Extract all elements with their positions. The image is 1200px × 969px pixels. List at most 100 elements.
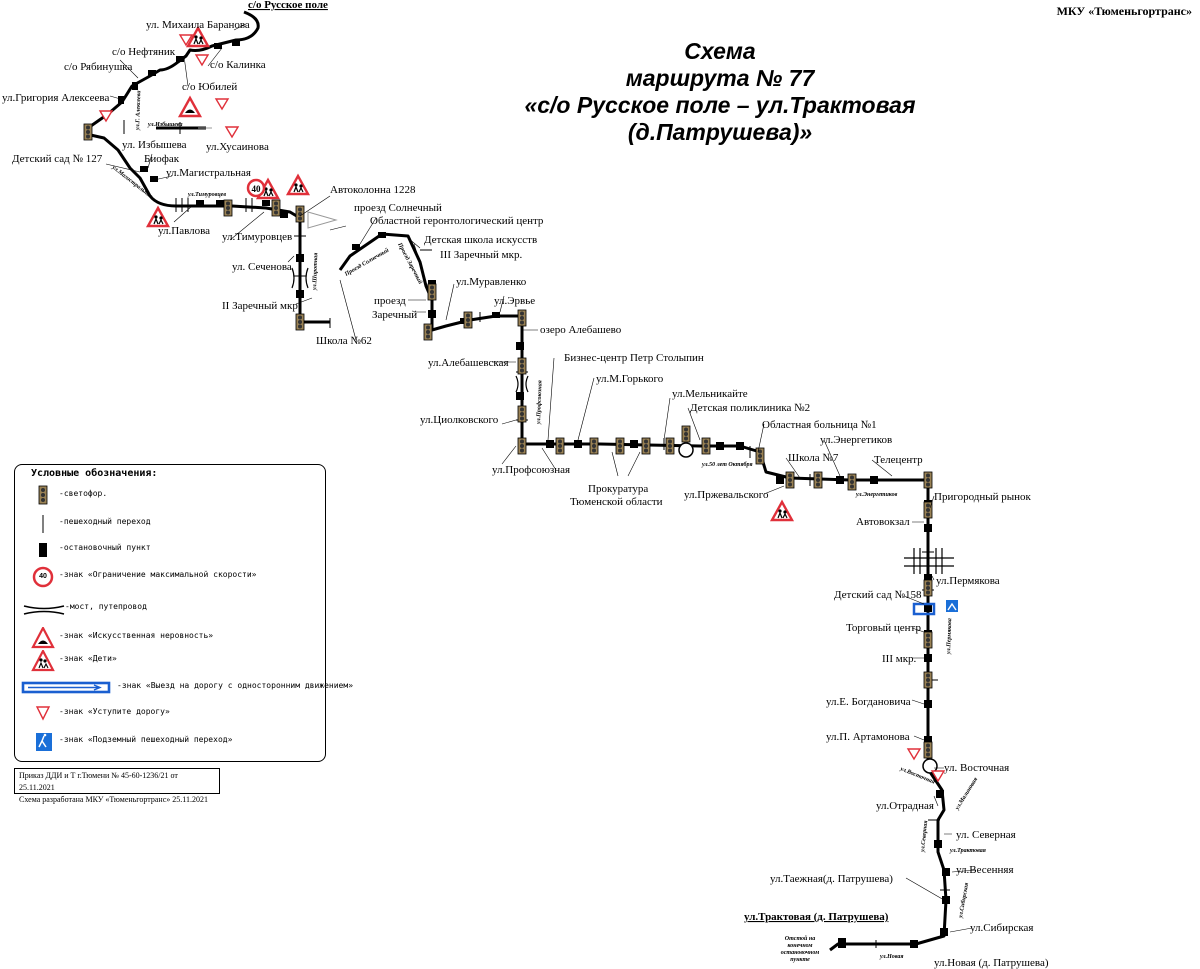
stop-label: ул. Сеченова <box>232 261 292 273</box>
speed-limit-value: 40 <box>252 184 262 194</box>
stop-label: Школа №62 <box>316 335 372 347</box>
leader-lines <box>105 23 977 933</box>
bus-stop-icon <box>39 543 47 557</box>
stop-label: Прокуратура <box>588 483 648 495</box>
legend-row: -пешеходный переход <box>15 511 323 537</box>
note-label: конечном <box>787 943 812 949</box>
title-line-2: маршрута № 77 <box>625 65 815 91</box>
legend-label: -остановочный пункт <box>59 543 151 552</box>
legend-label: -мост, путепровод <box>65 602 147 611</box>
stop-label: Пригородный рынок <box>934 491 1032 503</box>
legend-label: -знак «Ограничение максимальной скорости… <box>59 570 257 579</box>
legend-row: -светофор. <box>15 483 323 509</box>
stop-labels: с/о Русское поле ул. Михаила Баранова с/… <box>2 0 1049 969</box>
stop-label: Автовокзал <box>856 516 910 528</box>
stop-label: озеро Алебашево <box>540 324 622 336</box>
stop-label: проезд <box>374 295 406 307</box>
legend-panel: Условные обозначения: -светофор. -пешехо… <box>14 464 353 762</box>
stop-label: Заречный <box>372 309 417 321</box>
stop-label: Детский сад № 127 <box>12 153 103 165</box>
order-line-2: Схема разработана МКУ «Тюменьгортранс» 2… <box>19 795 208 804</box>
stop-label: ул.Магистральная <box>166 167 251 179</box>
stop-label: с/о Юбилей <box>182 81 237 93</box>
children-sign-icon <box>31 650 55 672</box>
stop-label: с/о Калинка <box>210 59 266 71</box>
street-label: ул.50 лет Октября <box>701 461 753 468</box>
stop-label: ул.Таежная(д. Патрушева) <box>770 873 893 885</box>
legend-heading: Условные обозначения: <box>31 468 158 479</box>
title-line-1: Схема <box>684 38 756 64</box>
street-label: ул.Сибирская <box>957 882 970 919</box>
street-label: ул.Трактовая <box>949 848 986 854</box>
note-label: остановочном <box>781 950 819 956</box>
roundabout-icon <box>678 442 694 458</box>
legend-label: -пешеходный переход <box>59 517 151 526</box>
street-label: ул.Г. Алексеева <box>135 91 142 132</box>
stop-label: ул.Павлова <box>158 225 210 237</box>
legend-label: -знак «Дети» <box>59 654 117 663</box>
stop-label: ул.Тимуровцев <box>222 231 292 243</box>
stop-label: Бизнес-центр Петр Столыпин <box>564 352 704 364</box>
stop-label: Торговый центр <box>846 622 921 634</box>
one-way-exit-sign-icon <box>21 681 111 694</box>
legend-label: -светофор. <box>59 489 108 498</box>
street-label: ул.Малиновая <box>954 777 979 812</box>
legend-row: -знак «Подземный пешеходный переход» <box>15 729 323 755</box>
organization-name: МКУ «Тюменьгортранс» <box>1056 4 1192 18</box>
stop-label: Тюменской области <box>570 496 663 508</box>
stop-label: ул.Профсоюзная <box>492 464 570 476</box>
stop-label: Детская поликлиника №2 <box>690 402 810 414</box>
stop-label: ул.М.Горького <box>596 373 664 385</box>
legend-row: -знак «Искусственная неровность» <box>15 625 323 651</box>
bridges <box>291 267 954 574</box>
stop-label: проезд Солнечный <box>354 202 442 214</box>
legend-row: 40 -знак «Ограничение максимальной скоро… <box>15 564 323 590</box>
pedestrian-crossing-icon <box>42 515 44 533</box>
stop-label: ул. Михаила Баранова <box>146 19 250 31</box>
legend-label: -знак «Подземный пешеходный переход» <box>59 735 233 744</box>
stop-label: ул.Григория Алексеева <box>2 92 109 104</box>
stop-label: Областная больница №1 <box>762 419 877 431</box>
stop-label: ул.Хусаинова <box>206 141 269 153</box>
stop-label: ул.Циолковского <box>420 414 499 426</box>
street-label: Проезд Солнечный <box>343 246 391 278</box>
stop-label: ул.Весенняя <box>956 864 1014 876</box>
roundabout-icon <box>922 758 938 774</box>
side-roads <box>198 127 338 229</box>
stop-label: III Заречный мкр. <box>440 249 522 261</box>
title-line-3: «с/о Русское поле – ул.Трактовая <box>524 92 916 118</box>
stop-label: III мкр. <box>882 653 917 665</box>
stop-label: с/о Русское поле <box>248 0 328 11</box>
street-label: ул.Новая <box>879 954 903 960</box>
street-label: ул.Избышева <box>147 121 183 128</box>
stop-label: ул.Муравленко <box>456 276 527 288</box>
stop-label: ул. Северная <box>956 829 1016 841</box>
legend-label: -знак «Искусственная неровность» <box>59 631 214 640</box>
stop-label: ул.Е. Богдановича <box>826 696 911 708</box>
stop-label: Школа №7 <box>788 452 839 464</box>
stop-label: ул.Алебашевская <box>428 357 509 369</box>
order-note: Приказ ДДИ и Т г.Тюмени № 45-60-1236/21 … <box>14 768 220 804</box>
stop-label: Областной геронтологический центр <box>370 215 544 227</box>
stop-label: ул. Избышева <box>122 139 187 151</box>
stop-label: ул.Сибирская <box>970 922 1033 934</box>
stop-label: ул.П. Артамонова <box>826 731 910 743</box>
terminus-label: ул.Трактовая (д. Патрушева) <box>744 911 889 923</box>
street-label: ул.Профсоюзная <box>535 380 544 425</box>
legend-row: -знак «Уступите дорогу» <box>15 701 323 727</box>
stop-label: ул. Восточная <box>944 762 1009 774</box>
scheme-title: Схема маршрута № 77 «с/о Русское поле – … <box>520 38 920 146</box>
street-label: ул.Пермякова <box>946 618 953 655</box>
order-line-1: Приказ ДДИ и Т г.Тюмени № 45-60-1236/21 … <box>19 771 178 792</box>
stop-label: II Заречный мкр. <box>222 300 301 312</box>
stop-label: ул.Энергетиков <box>820 434 892 446</box>
stop-label: Автоколонна 1228 <box>330 184 416 196</box>
stop-label: ул.Отрадная <box>876 800 934 812</box>
title-line-4: (д.Патрушева)» <box>627 119 813 145</box>
legend-row: -знак «Дети» <box>15 648 323 674</box>
stop-label: ул.Мельникайте <box>672 388 748 400</box>
street-label: ул.Энергетиков <box>855 492 898 498</box>
note-label: пункте <box>790 957 810 963</box>
bridge-icon <box>23 605 65 615</box>
